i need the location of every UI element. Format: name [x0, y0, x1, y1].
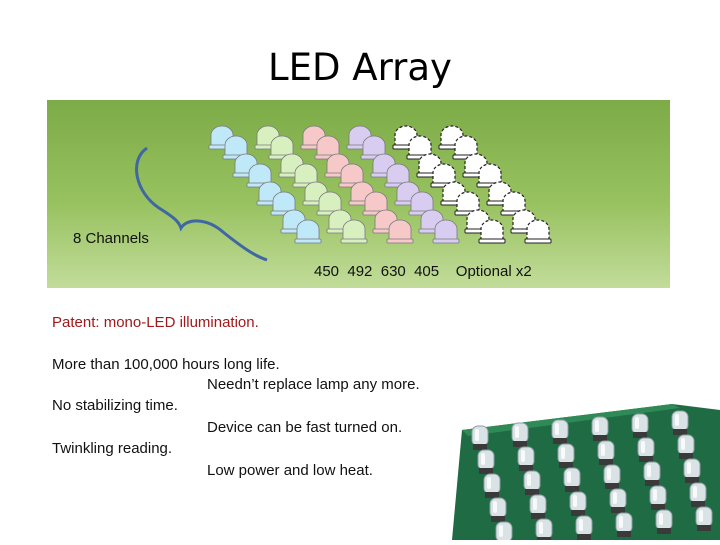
led-grid	[208, 125, 552, 244]
feature-point-1: More than 100,000 hours long life.	[52, 356, 280, 373]
board-led-1-6	[671, 410, 689, 435]
board-led-1-5	[631, 413, 649, 438]
board-led-2-1	[477, 449, 495, 474]
board-led-5-3	[575, 515, 593, 540]
patent-line: Patent: mono-LED illumination.	[52, 314, 259, 331]
board-led-5-5	[655, 509, 673, 534]
feature-detail-1: Needn’t replace lamp any more.	[207, 376, 420, 393]
led-4-2-2	[340, 219, 368, 244]
board-led-2-6	[677, 434, 695, 459]
board-led-4-4	[609, 488, 627, 513]
board-led-5-2	[535, 518, 553, 543]
led-4-4-2	[432, 219, 460, 244]
feature-detail-2: Device can be fast turned on.	[207, 419, 403, 436]
led-array-panel: 8 Channels 450 492 630 405 Optional x2	[47, 100, 670, 288]
feature-point-3: Twinkling reading.	[52, 440, 173, 457]
slide-title: LED Array	[268, 46, 452, 89]
board-led-2-5	[637, 437, 655, 462]
board-led-4-2	[529, 494, 547, 519]
board-led-4-5	[649, 485, 667, 510]
board-led-5-1	[495, 521, 513, 545]
board-led-3-2	[523, 470, 541, 495]
board-led-4-6	[689, 482, 707, 507]
board-led-1-2	[511, 422, 529, 447]
led-4-1-2	[294, 219, 322, 244]
board-led-1-1	[471, 425, 489, 450]
led-4-6-2	[524, 219, 552, 244]
channels-label: 8 Channels	[73, 230, 149, 247]
led-circuit-board-photo	[452, 404, 720, 545]
led-4-3-2	[386, 219, 414, 244]
board-led-5-6	[695, 506, 713, 531]
board-led-grid	[471, 410, 713, 545]
board-led-5-4	[615, 512, 633, 537]
led-1-6-2	[452, 135, 480, 160]
board-led-3-3	[563, 467, 581, 492]
board-led-2-2	[517, 446, 535, 471]
wavelength-labels: 450 492 630 405 Optional x2	[314, 263, 532, 280]
board-led-4-1	[489, 497, 507, 522]
board-led-1-3	[551, 419, 569, 444]
led-array-illustration	[47, 100, 670, 288]
led-board-photo	[452, 404, 720, 545]
feature-point-2: No stabilizing time.	[52, 397, 178, 414]
board-led-3-4	[603, 464, 621, 489]
led-3-6-2	[500, 191, 528, 216]
led-4-5-2	[478, 219, 506, 244]
board-led-2-4	[597, 440, 615, 465]
board-led-3-1	[483, 473, 501, 498]
feature-detail-3: Low power and low heat.	[207, 462, 373, 479]
board-led-4-3	[569, 491, 587, 516]
board-led-2-3	[557, 443, 575, 468]
channel-brace	[135, 146, 268, 262]
board-led-3-6	[683, 458, 701, 483]
board-led-3-5	[643, 461, 661, 486]
board-led-1-4	[591, 416, 609, 441]
